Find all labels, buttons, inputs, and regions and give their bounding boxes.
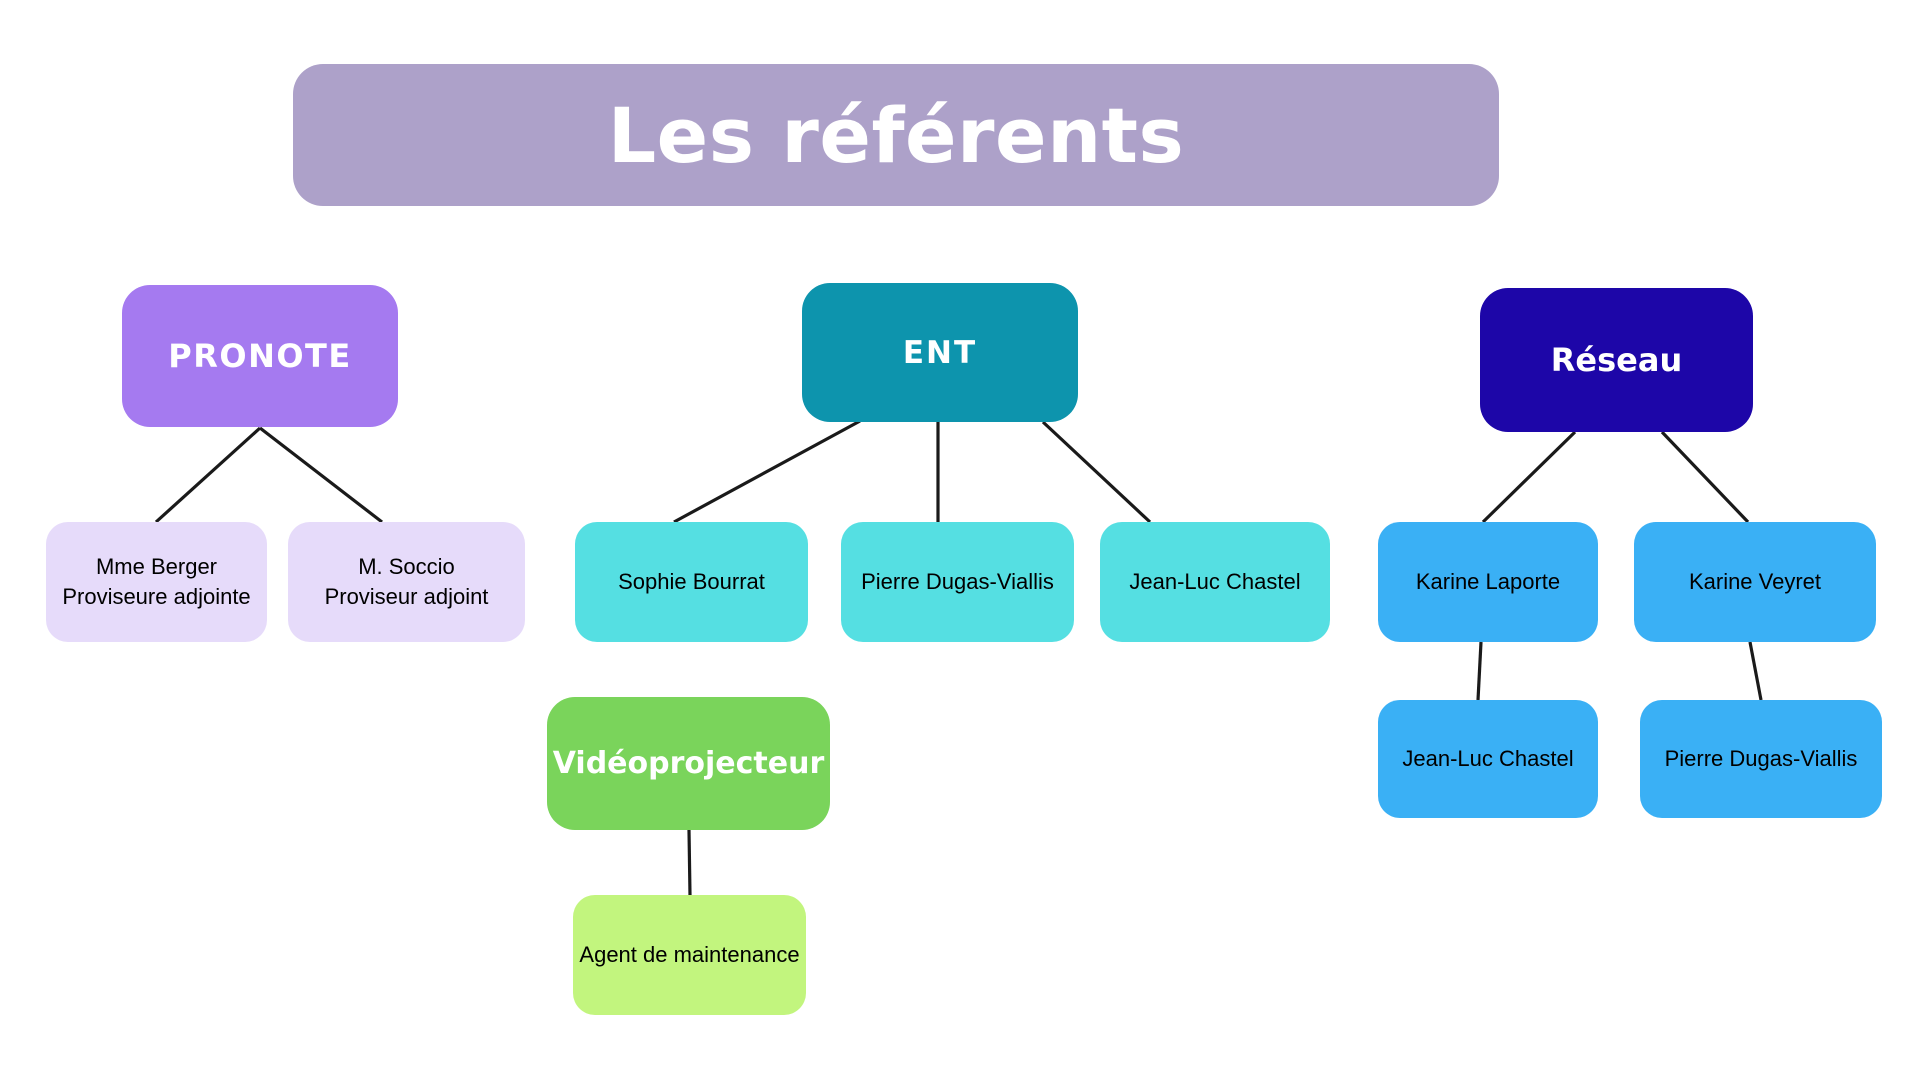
person-role: Proviseur adjoint [324, 584, 489, 609]
node-jean-luc-chastel-reseau: Jean-Luc Chastel [1378, 700, 1598, 818]
node-agent-de-maintenance: Agent de maintenance [573, 895, 806, 1015]
connector-veyret-dugas [1748, 641, 1763, 701]
node-pronote: PRONOTE [122, 285, 398, 427]
person-role: Proviseure adjointe [62, 584, 251, 609]
connector-reseau-left [1481, 430, 1577, 524]
node-mme-berger: Mme Berger Proviseure adjointe [46, 522, 267, 642]
connector-video-agent [687, 829, 692, 896]
person-name: Mme Berger [95, 554, 218, 580]
node-videoprojecteur: Vidéoprojecteur [547, 697, 830, 830]
node-karine-veyret: Karine Veyret [1634, 522, 1876, 642]
node-ent: ENT [802, 283, 1078, 422]
connector-laporte-chastel [1476, 641, 1483, 701]
connector-pronote-right [259, 426, 383, 524]
node-jean-luc-chastel-ent: Jean-Luc Chastel [1100, 522, 1330, 642]
connector-reseau-right [1660, 430, 1750, 524]
node-m-soccio: M. Soccio Proviseur adjoint [288, 522, 525, 642]
connector-ent-left [673, 419, 861, 524]
node-sophie-bourrat: Sophie Bourrat [575, 522, 808, 642]
node-pierre-dugas-viallis-ent: Pierre Dugas-Viallis [841, 522, 1074, 642]
node-karine-laporte: Karine Laporte [1378, 522, 1598, 642]
connector-pronote-left [154, 426, 262, 524]
node-reseau: Réseau [1480, 288, 1753, 432]
person-name: M. Soccio [358, 554, 455, 580]
diagram-title: Les référents [293, 64, 1499, 206]
connector-ent-right [1041, 420, 1152, 524]
node-pierre-dugas-viallis-reseau: Pierre Dugas-Viallis [1640, 700, 1882, 818]
